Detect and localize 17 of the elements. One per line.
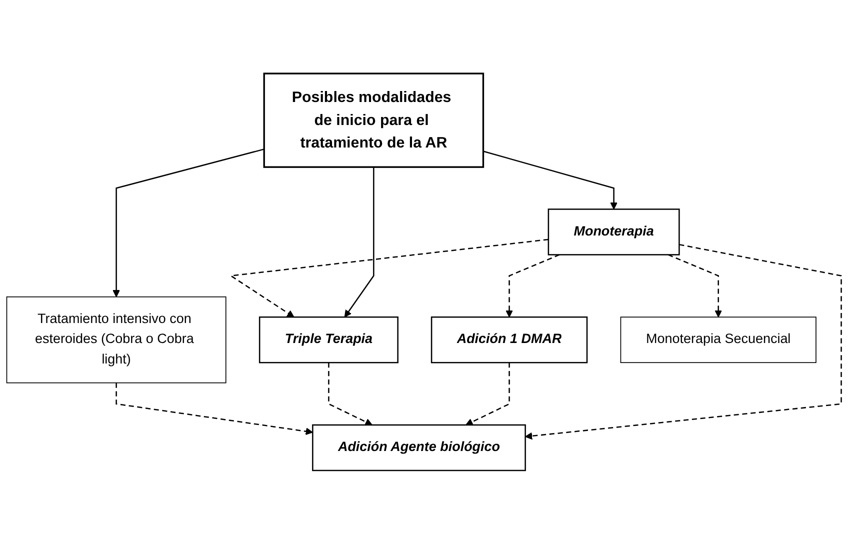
arrow bbox=[344, 167, 374, 318]
node-box: Monoterapia bbox=[548, 208, 680, 256]
arrow bbox=[524, 244, 842, 440]
arrow bbox=[112, 148, 264, 298]
node-box: Posibles modalidades de inicio para el tratamiento de la AR bbox=[263, 72, 484, 168]
arrow bbox=[328, 362, 372, 426]
node-box: Adición 1 DMAR bbox=[430, 316, 588, 364]
node-box: Triple Terapia bbox=[258, 316, 398, 364]
arrow bbox=[116, 382, 314, 436]
node-box: Adición Agente biológico bbox=[312, 424, 526, 472]
arrow bbox=[506, 254, 560, 318]
arrow bbox=[483, 150, 618, 210]
arrow bbox=[466, 362, 510, 426]
node-box: Tratamiento intensivo con esteroides (Cobra o Cobra light) bbox=[6, 296, 226, 384]
node-box: Monoterapia Secuencial bbox=[620, 316, 816, 364]
arrow bbox=[229, 238, 549, 318]
arrow bbox=[668, 254, 722, 318]
